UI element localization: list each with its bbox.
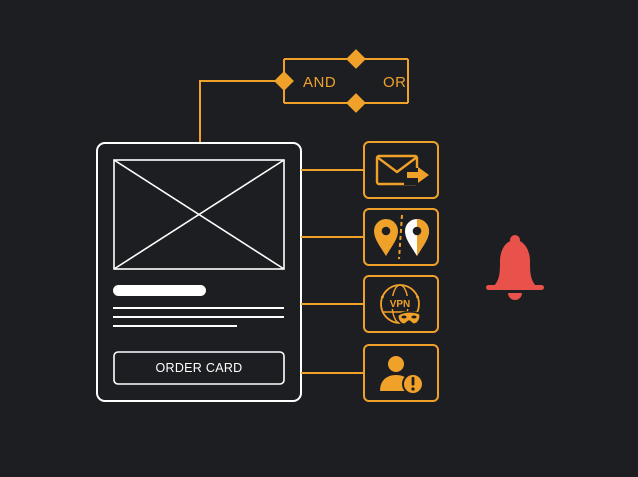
order-card-button[interactable]: ORDER CARD <box>113 351 285 385</box>
email-forward-icon <box>375 154 429 186</box>
location-compare-icon <box>374 214 429 260</box>
and-label: AND <box>303 74 336 91</box>
vpn-mask-icon: VPN <box>380 284 421 325</box>
check-vpn: VPN <box>363 275 439 333</box>
card-to-gate-connector <box>199 80 284 143</box>
user-alert-icon <box>380 356 424 395</box>
check-connectors <box>301 169 364 374</box>
check-user <box>363 344 439 402</box>
card-frame <box>96 142 302 402</box>
logic-gate: AND OR <box>274 49 409 113</box>
card-mockup: ORDER CARD <box>96 142 302 402</box>
check-location <box>363 208 439 266</box>
gate-input-diamond <box>274 71 294 91</box>
card-title-bar <box>113 285 206 296</box>
order-card-button-label: ORDER CARD <box>155 361 242 375</box>
bell-icon <box>486 235 544 300</box>
vpn-label: VPN <box>390 299 411 310</box>
or-label: OR <box>383 74 407 91</box>
check-email <box>363 141 439 199</box>
gate-top-diamond <box>346 49 366 69</box>
image-placeholder-icon <box>113 159 285 270</box>
gate-bottom-diamond <box>346 93 366 113</box>
